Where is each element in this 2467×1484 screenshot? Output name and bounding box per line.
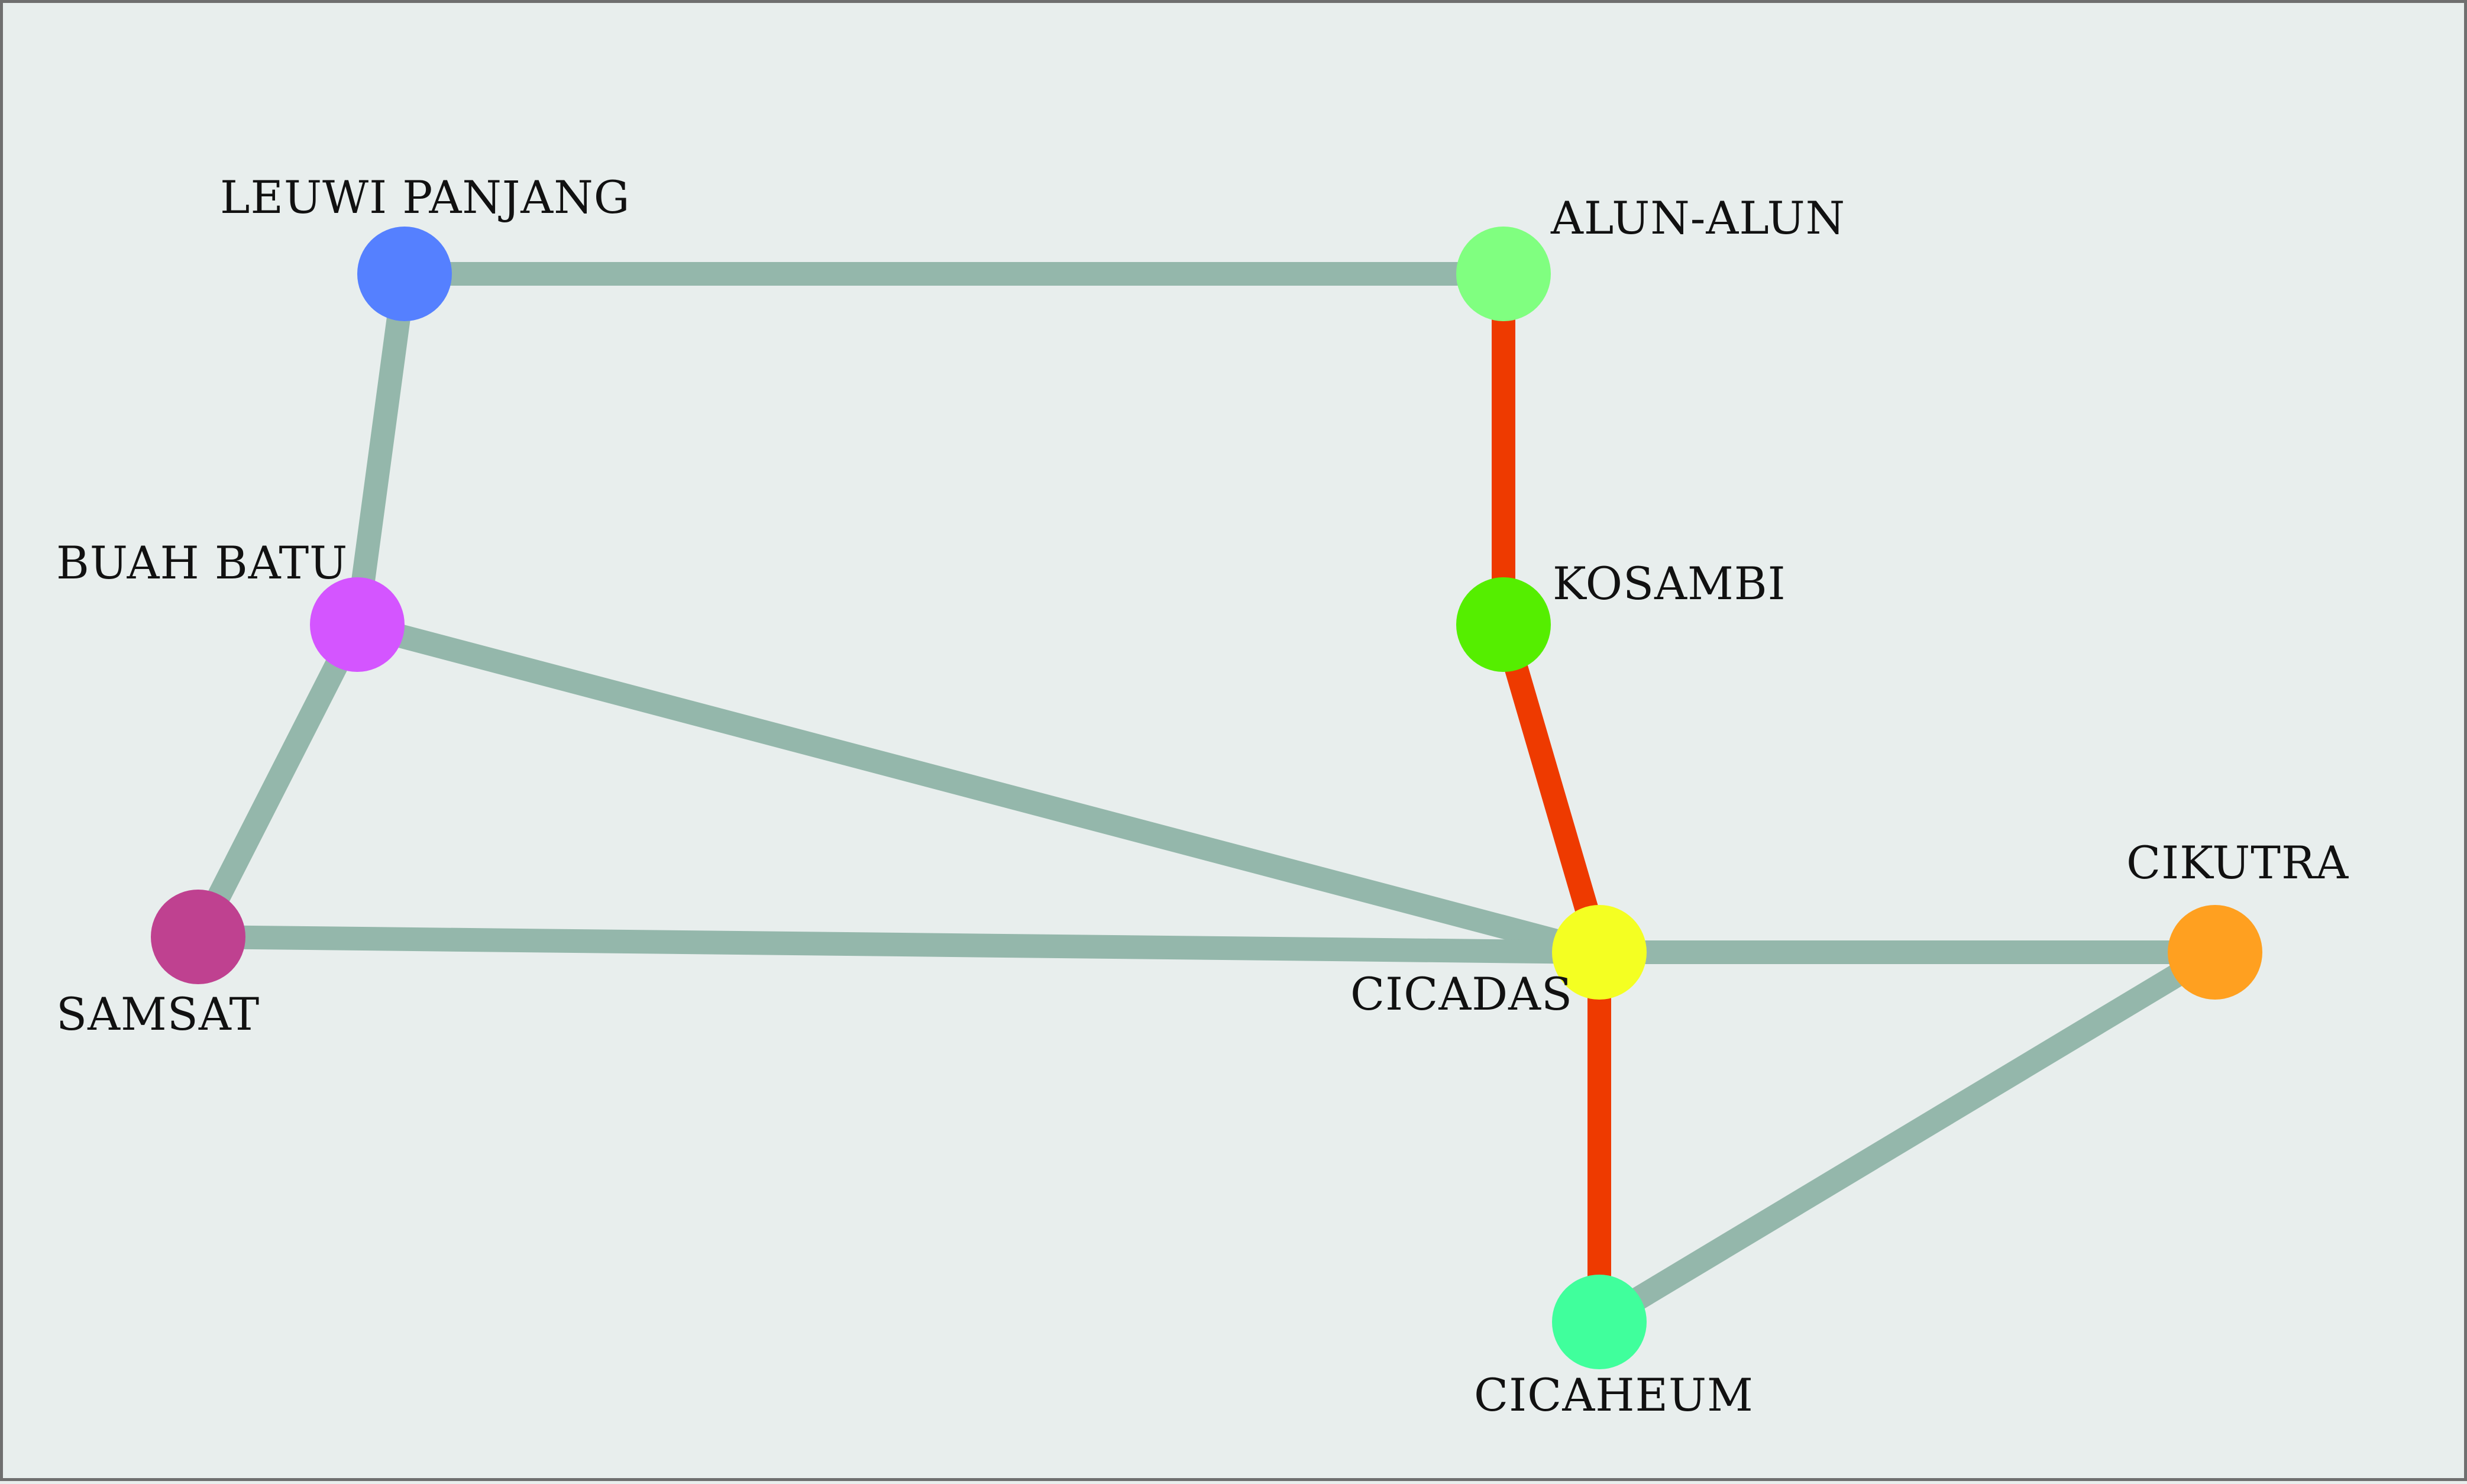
edge-samsat-cicadas	[198, 925, 1600, 964]
node-label-cikutra: CIKUTRA	[2126, 836, 2349, 889]
node-label-cicadas: CICADAS	[1350, 968, 1573, 1020]
node-label-samsat: SAMSAT	[56, 988, 260, 1040]
node-layer: LEUWI PANJANG ALUN-ALUN BUAH BATU KOSAMB…	[56, 171, 2349, 1421]
node-samsat[interactable]: SAMSAT	[56, 890, 260, 1040]
node-cikutra[interactable]: CIKUTRA	[2126, 836, 2349, 1000]
node-kosambi[interactable]: KOSAMBI	[1456, 557, 1786, 672]
node-circle-cikutra[interactable]	[2168, 905, 2262, 1000]
node-buah-batu[interactable]: BUAH BATU	[56, 536, 405, 672]
edge-buah-batu-samsat	[187, 619, 368, 943]
node-circle-kosambi[interactable]	[1456, 577, 1551, 672]
node-leuwi-panjang[interactable]: LEUWI PANJANG	[220, 171, 630, 321]
node-alun-alun[interactable]: ALUN-ALUN	[1456, 192, 1845, 321]
node-label-buah-batu: BUAH BATU	[56, 536, 348, 589]
node-circle-alun-alun[interactable]	[1456, 227, 1551, 321]
edge-kosambi-cicadas	[1492, 621, 1611, 956]
node-cicadas[interactable]: CICADAS	[1350, 905, 1647, 1020]
edge-layer	[187, 262, 2222, 1333]
node-label-leuwi-panjang: LEUWI PANJANG	[220, 171, 630, 224]
node-circle-buah-batu[interactable]	[310, 577, 405, 672]
node-cicaheum[interactable]: CICAHEUM	[1474, 1275, 1754, 1421]
node-label-alun-alun: ALUN-ALUN	[1550, 192, 1845, 244]
node-circle-cicadas[interactable]	[1552, 905, 1647, 1000]
graph-diagram: LEUWI PANJANG ALUN-ALUN BUAH BATU KOSAMB…	[56, 171, 2349, 1421]
edge-buah-batu-cicadas	[354, 613, 1603, 964]
node-label-kosambi: KOSAMBI	[1553, 557, 1786, 610]
node-circle-cicaheum[interactable]	[1552, 1275, 1647, 1369]
edge-cikutra-cicaheum	[1593, 942, 2222, 1333]
node-circle-samsat[interactable]	[151, 890, 245, 984]
node-circle-leuwi-panjang[interactable]	[357, 227, 452, 321]
edge-leuwi-panjang-buah-batu	[345, 272, 416, 626]
node-label-cicaheum: CICAHEUM	[1474, 1369, 1754, 1421]
